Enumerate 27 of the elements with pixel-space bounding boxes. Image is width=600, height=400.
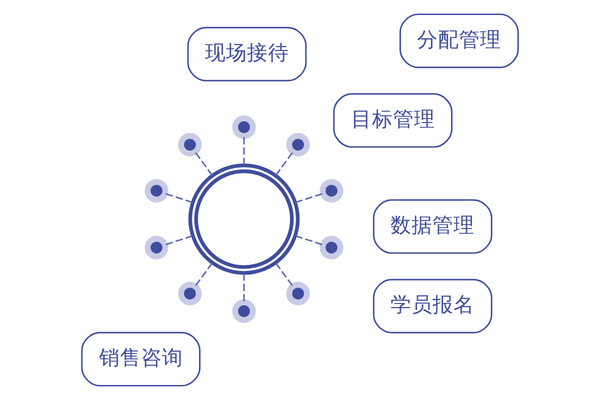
connector bbox=[295, 235, 324, 246]
node-circle bbox=[178, 132, 202, 157]
node-circle bbox=[232, 299, 256, 323]
connector bbox=[194, 152, 213, 176]
node-circle bbox=[144, 178, 168, 203]
node-box: 目标管理 bbox=[333, 93, 453, 148]
node-box: 数据管理 bbox=[372, 199, 492, 254]
connector bbox=[295, 192, 324, 204]
connector bbox=[164, 192, 193, 204]
connector bbox=[243, 136, 245, 166]
node-circle bbox=[320, 236, 344, 260]
node-box: 现场接待 bbox=[187, 26, 307, 82]
node-circle bbox=[320, 178, 344, 203]
node-circle bbox=[232, 115, 256, 139]
node-circle bbox=[178, 282, 202, 306]
connector bbox=[275, 262, 294, 287]
node-box: 分配管理 bbox=[399, 14, 519, 68]
node-circle bbox=[286, 282, 310, 306]
connector bbox=[275, 152, 294, 176]
connector bbox=[194, 262, 213, 287]
node-circle bbox=[144, 236, 168, 260]
node-box: 学员报名 bbox=[372, 278, 492, 334]
connector bbox=[164, 235, 193, 246]
node-circle bbox=[286, 132, 310, 157]
node-box: 销售咨询 bbox=[81, 332, 201, 386]
connector bbox=[243, 273, 245, 302]
node-picture bbox=[188, 164, 300, 275]
